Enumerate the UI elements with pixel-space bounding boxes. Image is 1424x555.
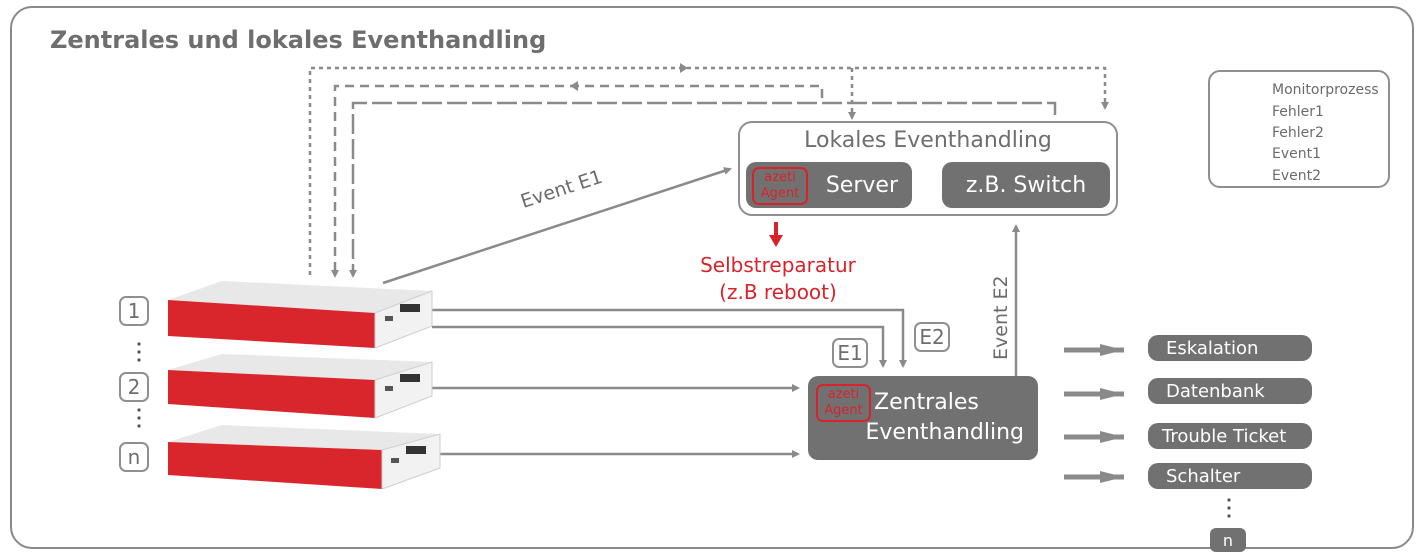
selfrepair-label: Selbstreparatur (z.B reboot) [688,252,868,306]
agent-line2: Agent [760,186,800,201]
central-line1: Zentrales [874,390,979,415]
e2-label: E2 [914,322,950,352]
output-schalter: Schalter [1148,463,1312,489]
device-label-2: 2 [119,372,149,402]
page-title: Zentrales und lokales Eventhandling [50,26,547,54]
legend-fehler1: Fehler1 [1272,104,1324,120]
device-1 [168,281,433,349]
switch-label: z.B. Switch [965,172,1087,198]
fehler1-line [331,84,824,278]
device-n [168,425,441,490]
event-e2-label: Event E2 [990,275,1012,360]
switch-box: z.B. Switch [942,162,1110,208]
diagram-frame [10,6,1414,549]
legend-monitorprozess: Monitorprozess [1272,82,1379,98]
legend-box [1208,70,1390,188]
server-label: Server [825,172,898,198]
local-azeti-agent: azeti Agent [752,167,808,205]
agent-line1: azeti [827,387,860,402]
event-e1-line [382,167,732,285]
output-eskalation: Eskalation [1148,335,1312,361]
fehler2-line [349,101,1057,278]
output-label: Datenbank [1166,380,1265,402]
output-label: Eskalation [1166,337,1259,359]
device-label-n: n [119,442,149,472]
e2-line [432,308,907,368]
selfrepair-line1: Selbstreparatur [700,253,856,277]
output-label: Schalter [1166,465,1241,487]
selfrepair-line2: (z.B reboot) [719,280,837,304]
central-azeti-agent: azeti Agent [816,384,871,422]
e1-line [432,325,887,368]
device-2 [168,354,433,419]
output-label: Trouble Ticket [1162,425,1287,447]
central-line2: Eventhandling [865,420,1025,445]
legend-event1: Event1 [1272,146,1322,162]
agent-line1: azeti [764,170,796,185]
central-eventhandling-box: Zentrales Eventhandling [808,376,1038,460]
e1-label: E1 [832,338,868,368]
output-trouble-ticket: Trouble Ticket [1148,423,1312,449]
local-eventhandling-title: Lokales Eventhandling [804,128,1052,153]
legend-fehler2: Fehler2 [1272,125,1324,141]
device-label-1: 1 [119,296,149,326]
server-box: Server [746,162,912,208]
output-more-label: n [1222,530,1234,550]
agent-line2: Agent [824,403,863,418]
output-datenbank: Datenbank [1148,378,1312,404]
legend-event2: Event2 [1272,168,1322,184]
output-more: n [1210,528,1246,552]
